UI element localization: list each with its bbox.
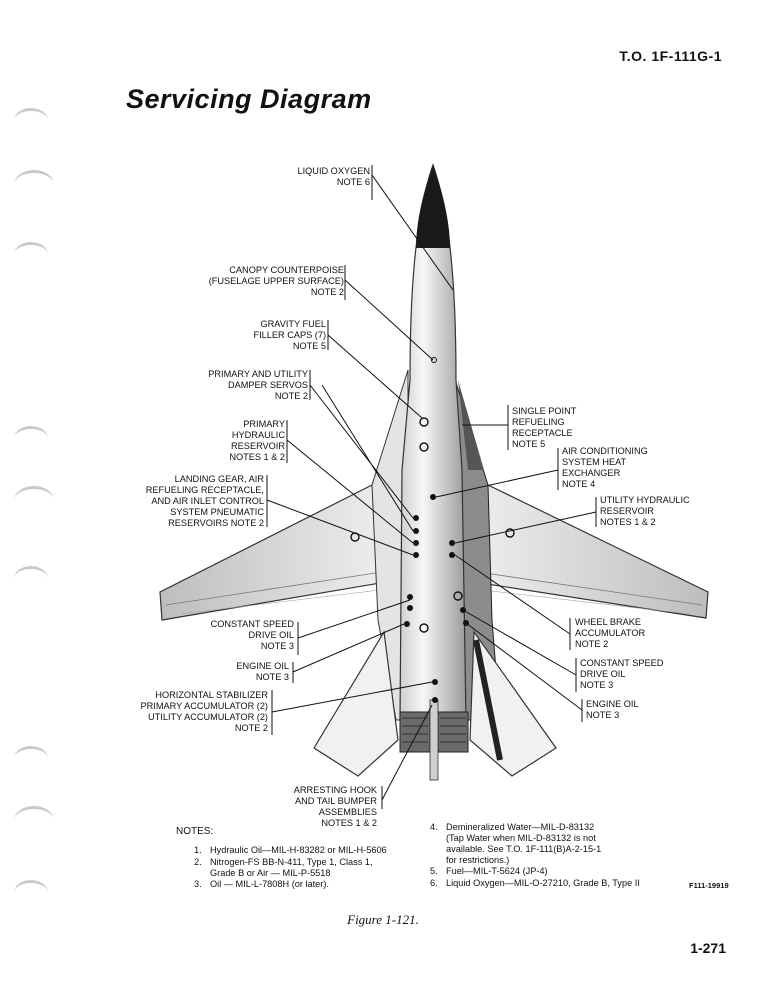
note-2: 2. Nitrogen-FS BB-N-411, Type 1, Class 1… xyxy=(194,857,373,878)
note-3: 3. Oil — MIL-L-7808H (or later). xyxy=(194,879,329,889)
fuselage xyxy=(399,163,467,721)
figure-code: F111-19919 xyxy=(689,881,729,890)
page-title: Servicing Diagram xyxy=(126,84,372,114)
binder-hole xyxy=(14,170,54,199)
notes-heading: NOTES: xyxy=(176,826,214,837)
leader-lines xyxy=(266,165,597,809)
binder-hole xyxy=(14,486,54,515)
page-number: 1-271 xyxy=(690,940,726,956)
figure-caption: Figure 1-121. xyxy=(347,912,419,927)
service-points xyxy=(404,494,469,703)
right-stabilizer xyxy=(469,630,557,777)
binder-hole xyxy=(14,242,48,267)
binder-hole xyxy=(14,880,48,905)
note-5: 5. Fuel—MIL-T-5624 (JP-4) xyxy=(430,866,548,876)
right-nozzle xyxy=(437,711,469,753)
filler-caps xyxy=(350,417,515,633)
left-stabilizer xyxy=(313,630,399,777)
binder-hole xyxy=(14,566,48,591)
binder-hole xyxy=(14,108,48,133)
radome xyxy=(416,165,450,248)
note-1: 1. Hydraulic Oil—MIL-H-83282 or MIL-H-56… xyxy=(194,845,387,855)
label-canopy-counterpoise: CANOPY COUNTERPOISE(FUSELAGE UPPER SURFA… xyxy=(208,265,344,297)
binder-hole xyxy=(14,426,48,451)
binder-hole xyxy=(14,746,48,771)
note-6: 6. Liquid Oxygen—MIL-O-27210, Grade B, T… xyxy=(430,878,640,888)
note-4: 4. Demineralized Water—MIL-D-83132 (Tap … xyxy=(430,822,602,865)
document-id: T.O. 1F-111G-1 xyxy=(619,48,722,64)
binder-hole xyxy=(14,806,54,835)
